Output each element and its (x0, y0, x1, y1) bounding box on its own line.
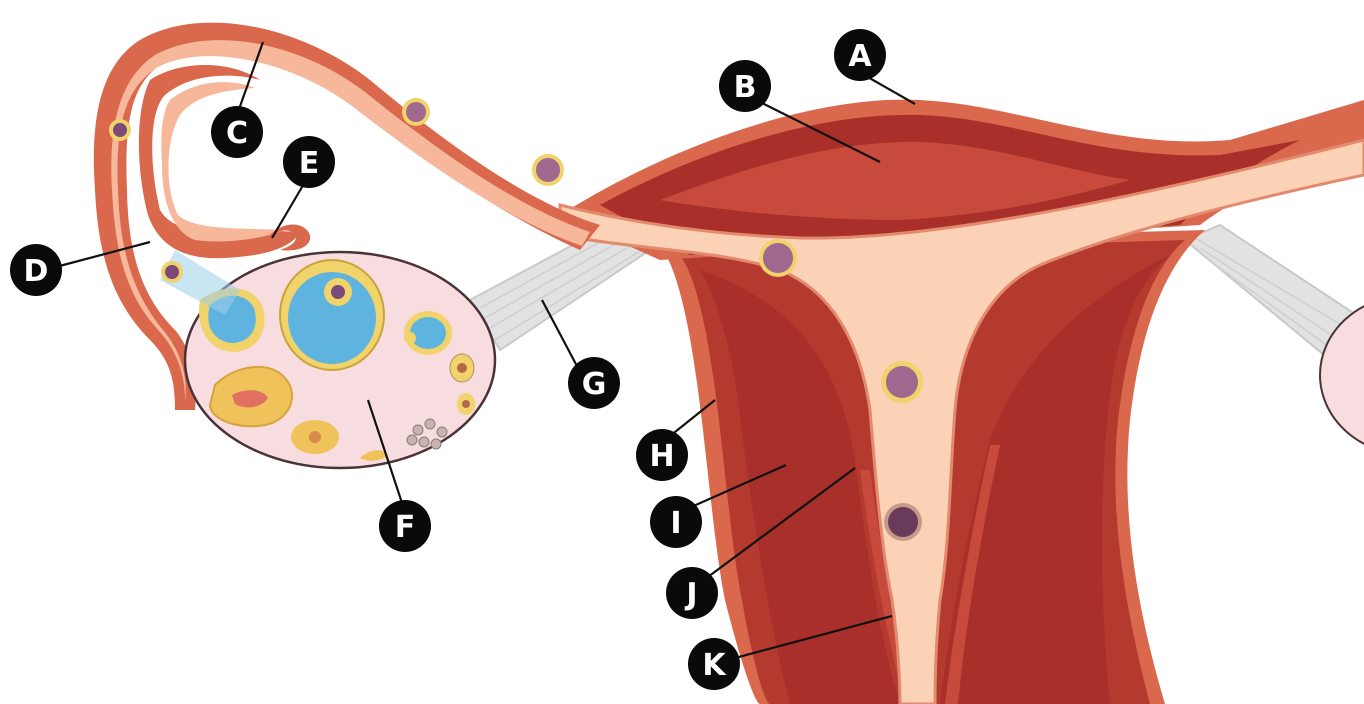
label-e: E (283, 136, 335, 188)
label-g: G (568, 357, 620, 409)
label-d-text: D (24, 254, 49, 289)
label-i: I (650, 496, 702, 548)
label-a: A (834, 29, 886, 81)
label-e-text: E (299, 146, 320, 181)
label-b: B (719, 60, 771, 112)
label-f-text: F (395, 510, 416, 545)
label-c-text: C (226, 116, 248, 151)
label-k-text: K (702, 648, 727, 683)
label-j: J (666, 567, 718, 619)
label-d: D (10, 244, 62, 296)
label-h-text: H (649, 439, 674, 474)
label-f: F (379, 500, 431, 552)
label-k: K (688, 638, 740, 690)
label-a-text: A (848, 39, 872, 74)
label-g-text: G (582, 367, 607, 402)
label-b-text: B (734, 70, 757, 105)
label-c: C (211, 106, 263, 158)
label-h: H (636, 429, 688, 481)
label-i-text: I (670, 506, 681, 541)
label-j-text: J (684, 577, 697, 612)
